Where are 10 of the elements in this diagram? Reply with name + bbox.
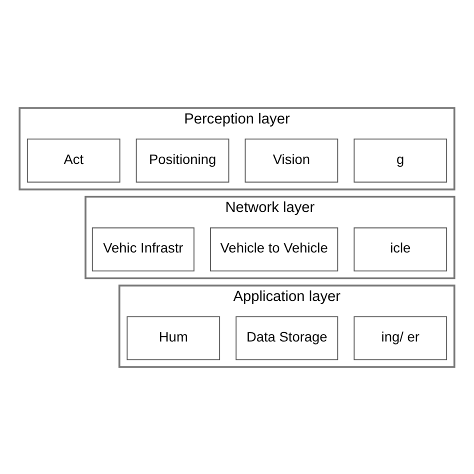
node-box: Hum (126, 316, 220, 360)
node-box: Vision (244, 138, 338, 182)
node-box: Vehicle to Vehicle (210, 226, 338, 271)
node-box: g (354, 138, 448, 182)
node-box: Positioning (136, 138, 230, 182)
node-box: Act (26, 138, 120, 182)
node-box: icle (354, 226, 448, 271)
node-box: Vehic Infrastr (92, 226, 194, 271)
node-box: ing/ er (354, 316, 448, 360)
node-box: Data Storage (236, 316, 338, 360)
